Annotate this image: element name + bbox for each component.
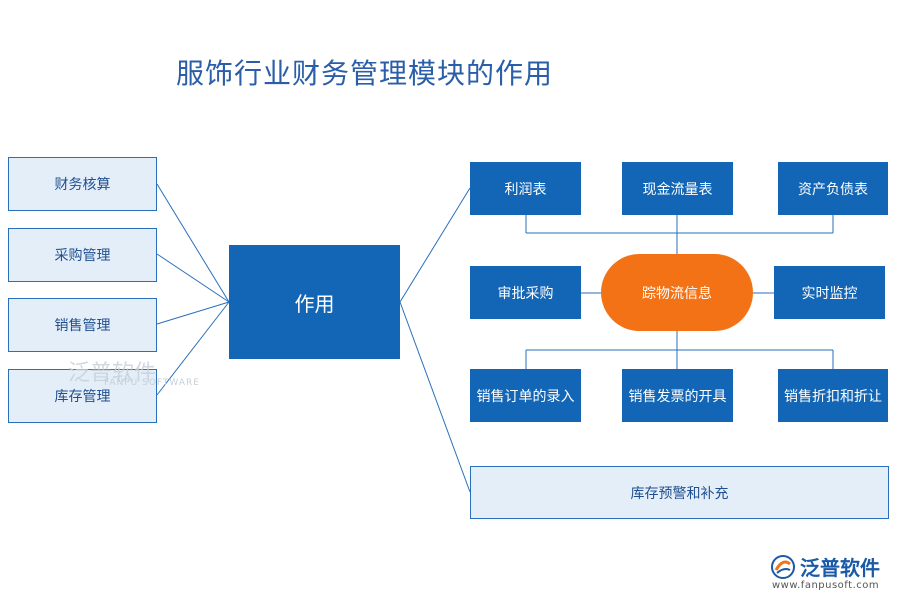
logo-url: www.fanpusoft.com <box>772 580 880 591</box>
logo-icon <box>771 554 795 579</box>
connector-right-bottom <box>399 301 471 493</box>
connector-right-top <box>399 187 471 303</box>
hub-logistics-tracking: 踪物流信息 <box>601 254 753 331</box>
node-approve-purchase: 审批采购 <box>470 266 581 319</box>
node-income-statement: 利润表 <box>470 162 581 215</box>
node-cash-flow-statement: 现金流量表 <box>622 162 733 215</box>
node-sales-order-entry: 销售订单的录入 <box>470 369 581 422</box>
node-sales-discount: 销售折扣和折让 <box>778 369 888 422</box>
node-balance-sheet: 资产负债表 <box>778 162 888 215</box>
left-item-finance-accounting: 财务核算 <box>8 157 157 211</box>
left-item-sales-management: 销售管理 <box>8 298 157 352</box>
connector-left-1 <box>156 183 230 303</box>
node-real-time-monitoring: 实时监控 <box>774 266 885 319</box>
brand-logo: 泛普软件 <box>770 552 880 581</box>
connector-left-3 <box>156 301 230 325</box>
left-item-inventory-management: 库存管理 <box>8 369 157 423</box>
watermark-subtext: FANPU SOFTWARE <box>104 378 200 388</box>
page-title: 服饰行业财务管理模块的作用 <box>176 57 554 90</box>
logo-text: 泛普软件 <box>800 556 880 580</box>
watermark-text: 泛普软件 <box>68 361 157 386</box>
connector-left-4 <box>156 301 230 396</box>
center-node: 作用 <box>229 245 400 359</box>
node-inventory-alert-replenish: 库存预警和补充 <box>470 466 889 519</box>
connector-left-2 <box>156 253 230 303</box>
node-sales-invoice: 销售发票的开具 <box>622 369 733 422</box>
left-item-purchase-management: 采购管理 <box>8 228 157 282</box>
